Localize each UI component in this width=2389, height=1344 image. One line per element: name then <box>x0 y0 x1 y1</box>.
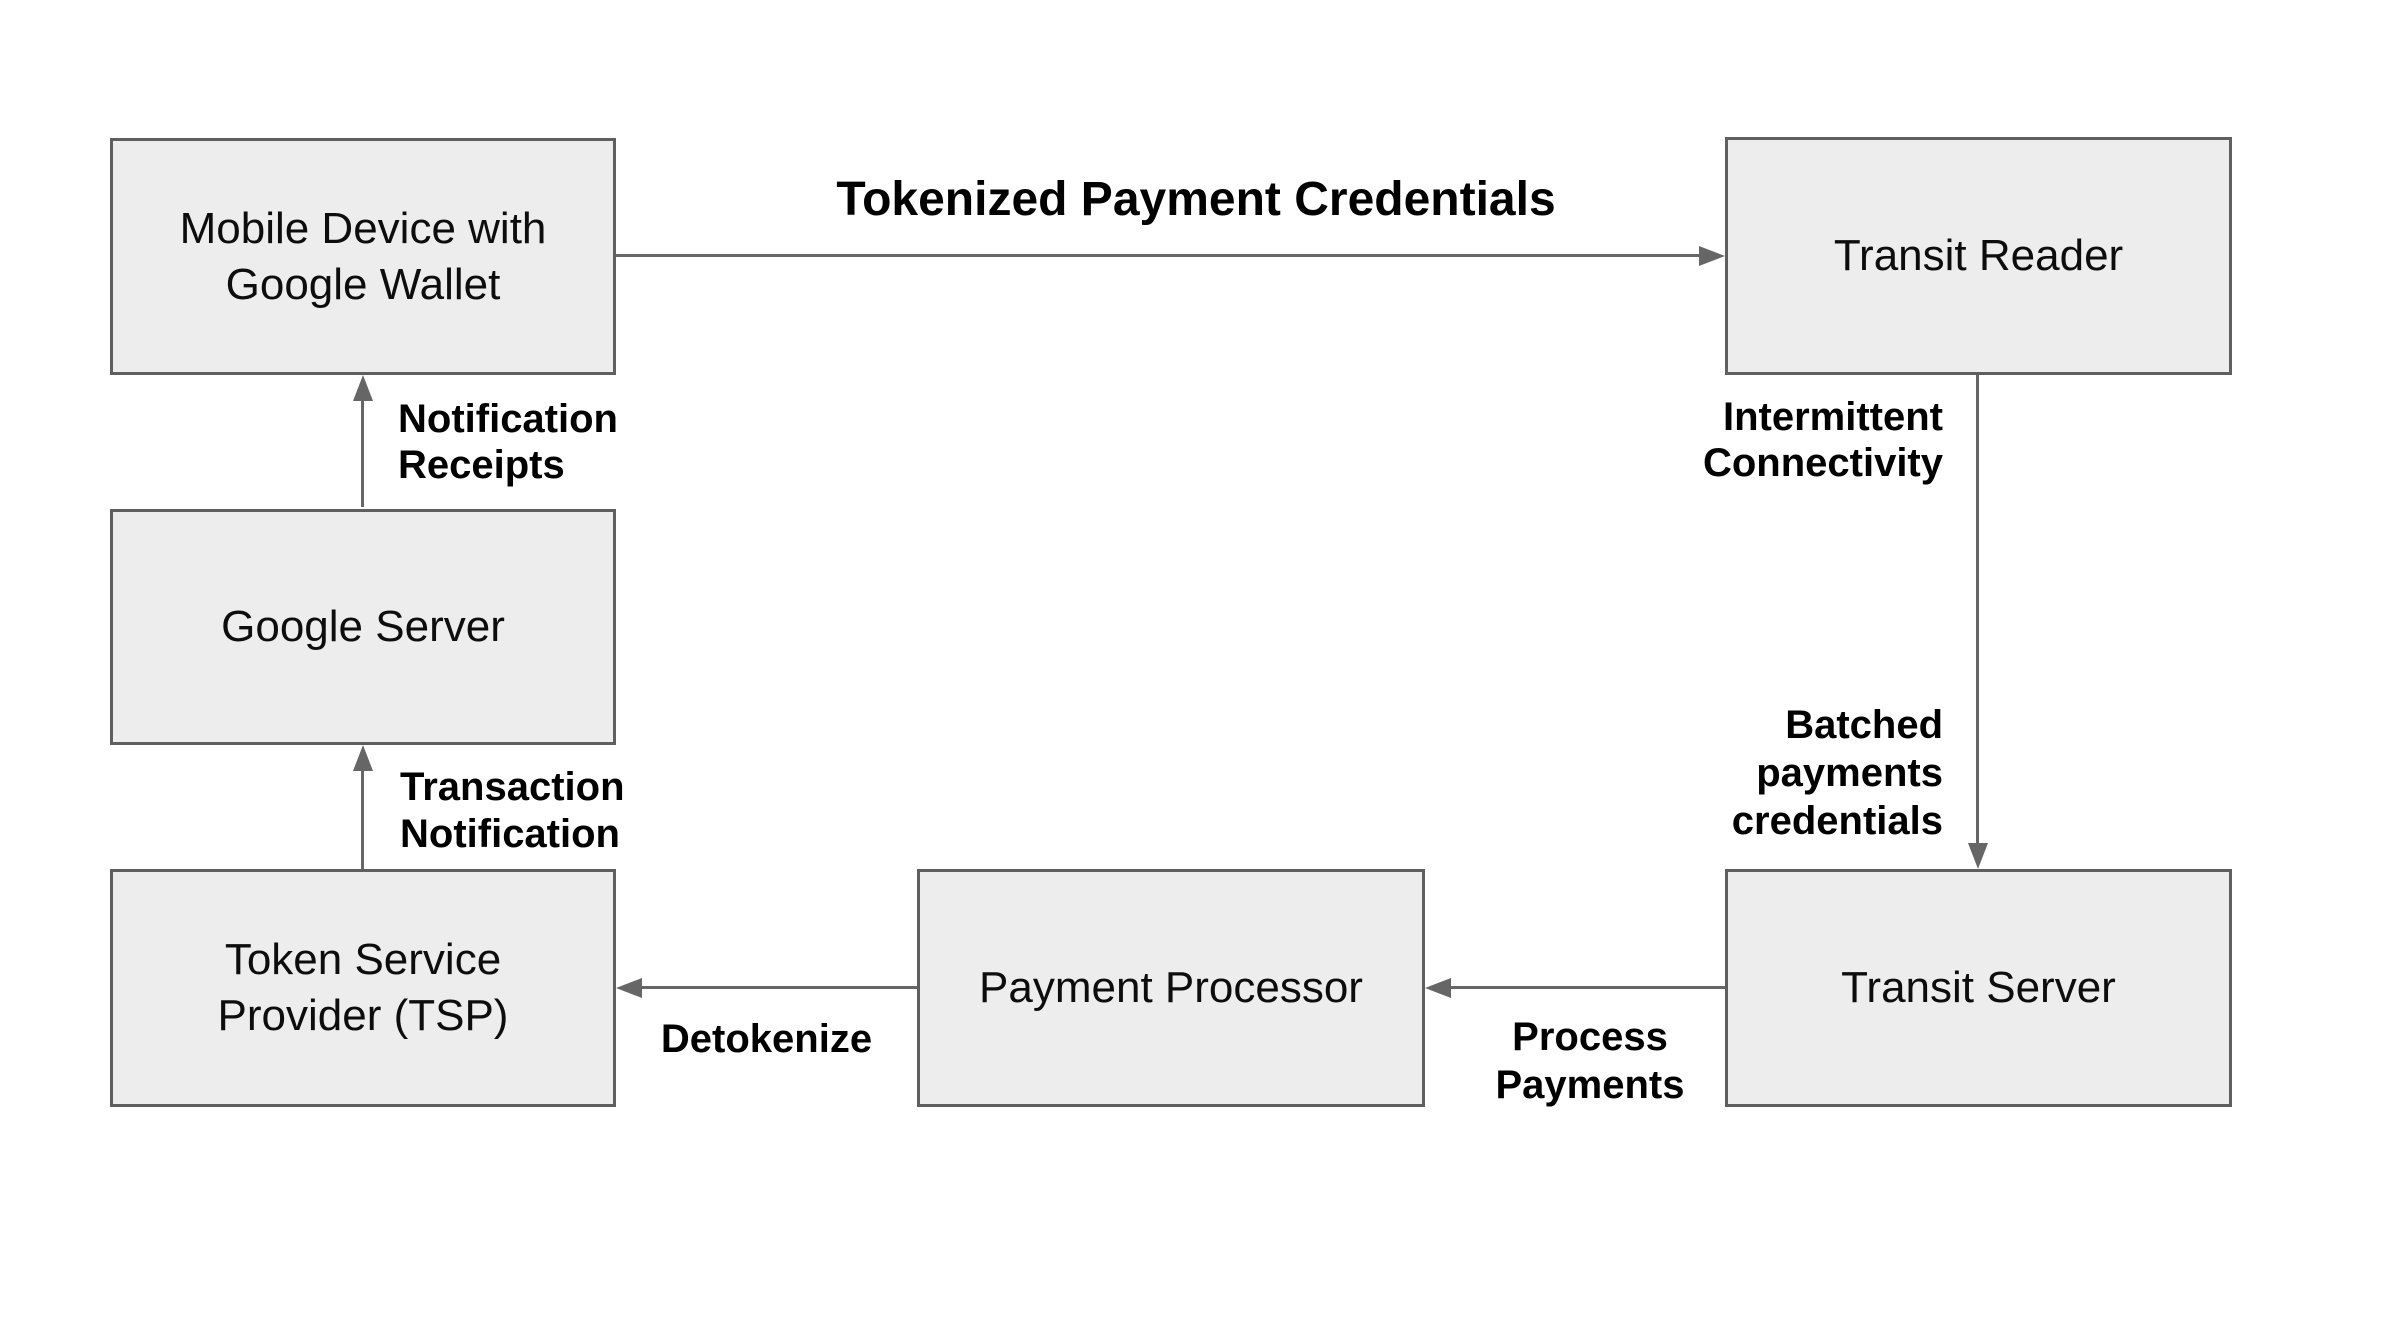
edge-transaction-notification-line <box>361 770 364 869</box>
arrowhead-up-icon <box>353 745 373 771</box>
edge-label-batched-payments-credentials: Batched payments credentials <box>1731 703 1943 843</box>
edge-detokenize-line <box>640 986 917 989</box>
node-token-service-provider: Token Service Provider (TSP) <box>110 869 616 1107</box>
node-mobile-device-google-wallet: Mobile Device with Google Wallet <box>110 138 616 375</box>
node-label: Transit Server <box>1841 963 2116 1012</box>
edge-label-transaction-notification: Transaction Notification <box>400 765 625 856</box>
edge-notification-receipts-line <box>361 400 364 507</box>
edge-label-tokenized: Tokenized Payment Credentials <box>836 173 1556 226</box>
node-google-server: Google Server <box>110 509 616 745</box>
arrowhead-left-icon <box>1425 978 1451 998</box>
arrowhead-up-icon <box>353 375 373 401</box>
node-label: Mobile Device with Google Wallet <box>179 203 547 309</box>
edge-label-intermittent-connectivity: Intermittent Connectivity <box>1702 395 1943 485</box>
edge-label-notification-receipts: Notification Receipts <box>398 397 618 487</box>
edge-label-detokenize: Detokenize <box>660 1017 873 1061</box>
edge-process-payments-line <box>1449 986 1725 989</box>
node-label: Payment Processor <box>979 963 1363 1012</box>
node-label: Transit Reader <box>1833 231 2124 280</box>
edge-tokenized-line <box>616 254 1701 257</box>
edge-batched-credentials-line <box>1976 375 1979 845</box>
arrowhead-down-icon <box>1968 843 1988 869</box>
arrowhead-right-icon <box>1699 246 1725 266</box>
arrowhead-left-icon <box>616 978 642 998</box>
node-payment-processor: Payment Processor <box>917 869 1425 1107</box>
node-label: Token Service Provider (TSP) <box>217 935 509 1040</box>
node-transit-server: Transit Server <box>1725 869 2232 1107</box>
node-transit-reader: Transit Reader <box>1725 137 2232 375</box>
node-label: Google Server <box>221 602 505 651</box>
edge-label-process-payments: Process Payments <box>1495 1015 1685 1107</box>
